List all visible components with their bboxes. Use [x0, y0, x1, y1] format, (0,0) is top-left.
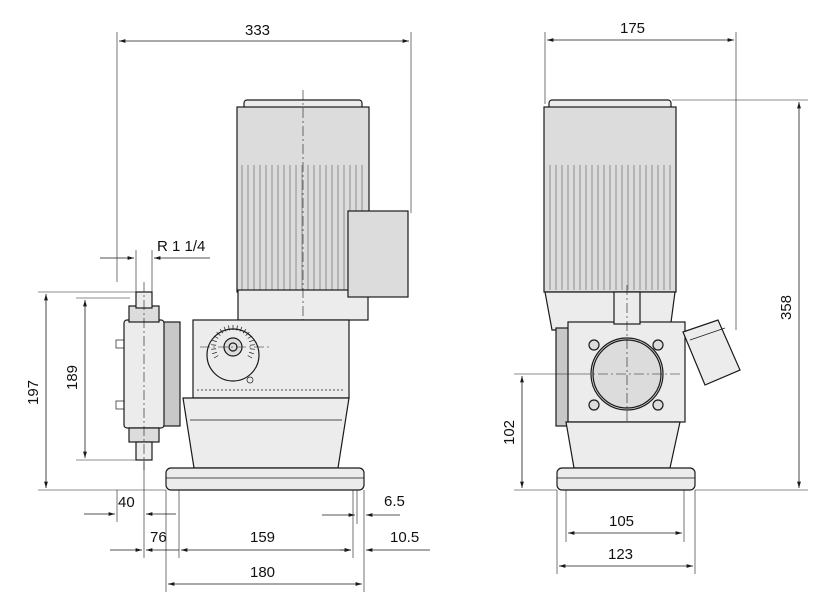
dim-label-180: 180 — [250, 564, 275, 581]
dial-tick — [211, 348, 217, 350]
dial-tick — [236, 325, 238, 331]
dial-tick — [213, 335, 219, 339]
dim-label-159: 159 — [250, 529, 275, 546]
dim-label-102: 102 — [501, 420, 518, 445]
dial-tick — [247, 335, 253, 339]
dimension-side-123: 123 — [556, 490, 696, 574]
dimension-thread: R 1 1/4 — [100, 238, 210, 292]
dimension-side-105: 105 — [565, 490, 685, 542]
dial-tick — [211, 339, 217, 343]
dim-label-thread: R 1 1/4 — [157, 238, 205, 255]
dim-label-76: 76 — [150, 529, 167, 546]
dim-label-189: 189 — [64, 365, 81, 390]
front-base — [165, 397, 365, 491]
side-base — [556, 421, 696, 491]
dim-label-105: 105 — [609, 513, 634, 530]
dial-tick — [228, 325, 230, 331]
front-view — [115, 90, 409, 491]
dial-tick — [242, 328, 247, 334]
dim-label-197: 197 — [25, 380, 42, 405]
dial-tick — [249, 339, 255, 343]
dial-tick — [249, 344, 255, 346]
dimension-height-189: 189 — [64, 297, 136, 461]
side-view — [543, 99, 741, 491]
dimension-base-159: 159 — [181, 490, 354, 558]
dial-tick — [249, 351, 255, 355]
dim-label-358: 358 — [778, 295, 795, 320]
dimension-foot-6-5: 6.5 — [322, 490, 405, 524]
front-motor — [236, 90, 409, 330]
dimension-side-width: 175 — [544, 20, 737, 330]
dimension-height-102: 102 — [501, 373, 580, 491]
side-motor — [543, 99, 677, 331]
dim-label-333: 333 — [245, 22, 270, 39]
dimension-height-total: 358 — [672, 99, 808, 491]
front-dosing-head — [115, 282, 181, 470]
dial-tick — [216, 332, 221, 336]
dial-tick — [223, 326, 227, 332]
dial-tick — [211, 351, 217, 355]
dim-label-10-5: 10.5 — [390, 529, 419, 546]
dimension-offset-40: 40 — [84, 460, 176, 522]
dial-tick — [249, 348, 255, 350]
dial-tick — [219, 328, 224, 334]
dimension-foot-10-5: 10.5 — [340, 529, 430, 552]
front-gearbox — [192, 319, 350, 399]
dimension-base-180: 180 — [165, 490, 365, 592]
dial-tick — [211, 344, 217, 346]
dim-label-6-5: 6.5 — [384, 493, 405, 510]
dimension-width-total: 333 — [116, 22, 412, 282]
dial-tick — [247, 355, 253, 359]
dim-label-123: 123 — [608, 546, 633, 563]
dial-tick — [239, 326, 243, 332]
dim-label-175: 175 — [620, 20, 645, 37]
dim-label-40: 40 — [118, 494, 135, 511]
dimension-height-197: 197 — [25, 291, 166, 491]
dial-tick — [245, 332, 250, 336]
dial-tick — [213, 355, 219, 359]
dimension-offset-76: 76 — [110, 490, 180, 558]
